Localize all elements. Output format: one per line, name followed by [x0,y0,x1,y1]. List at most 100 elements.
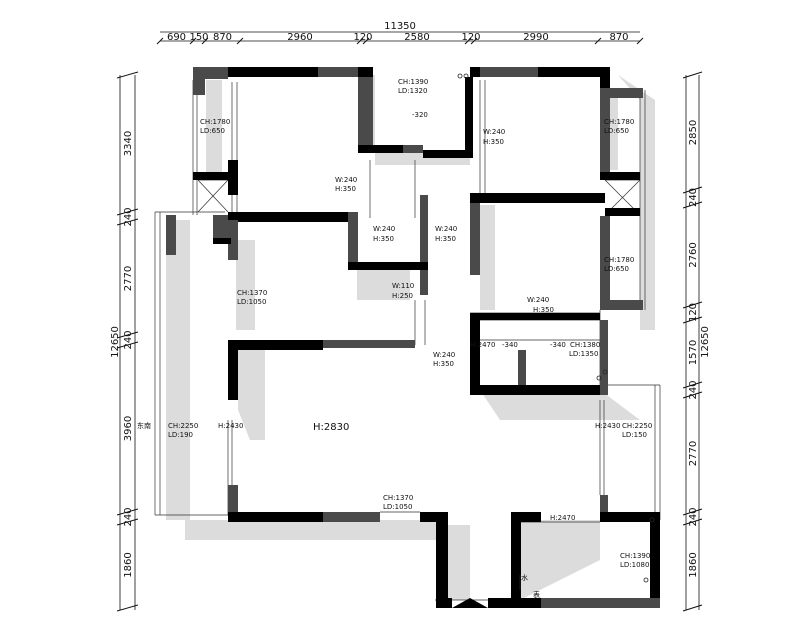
label-ld150: LD:150 [622,431,647,439]
label-h2430-b: H:2430 [595,422,620,430]
label-ld1080: LD:1080 [620,561,649,569]
dim-left-segment: 240 [123,207,134,226]
label-w110: W:110 [392,282,414,290]
label-ld650-a: LD:650 [200,127,225,135]
dim-top-segment: 150 [189,32,208,43]
dimension-tick [682,186,703,194]
dim-right-segment: 2850 [688,120,699,145]
dimension-tick [682,381,703,389]
label-ld190: LD:190 [168,431,193,439]
dimension-tick [156,37,164,45]
dim-top-segment: 120 [353,32,372,43]
dimension-tick [636,37,644,45]
label-ld1050-a: LD:1050 [237,298,266,306]
dim-total-right: 12650 [700,326,711,358]
label-h2470-a: H:2470 [470,341,495,349]
label-ld650-c: LD:650 [604,265,629,273]
label-m340-a: -340 [502,341,518,349]
dim-top-segment: 690 [167,32,186,43]
dim-left-segment: 3340 [123,131,134,156]
label-meter: 表 [533,590,540,599]
dimension-tick [116,331,139,339]
dim-right-segment: 120 [688,303,699,322]
dim-total-top: 11350 [384,21,416,32]
dimension-tick [116,341,139,349]
label-h250: H:250 [392,292,413,300]
room-annotations: CH:1780 LD:650 CH:1390 LD:1320 -320 W:24… [137,78,652,599]
dim-left-segment: 240 [123,330,134,349]
dim-top-segment: 120 [461,32,480,43]
label-ch1370-b: CH:1370 [383,494,413,502]
dim-left-segment: 1860 [123,552,134,577]
dimension-tick [682,518,703,526]
fixtures [457,73,655,590]
label-h350-e: H:350 [533,306,554,314]
dimension-tick [682,201,703,209]
label-ch1390: CH:1390 [398,78,428,86]
walls [166,67,660,608]
dimension-tick [356,37,364,45]
label-ch1780-b: CH:1780 [604,118,634,126]
label-w240-e: W:240 [527,296,549,304]
dimension-tick [682,71,703,79]
dimension-tick [682,508,703,516]
label-ld1050-b: LD:1050 [383,503,412,511]
dimension-tick [116,71,139,79]
dim-top-segment: 2960 [287,32,312,43]
dimension-tick [682,604,703,612]
dim-top-segment: 2990 [523,32,548,43]
dim-top-segment: 870 [213,32,232,43]
label-h2830: H:2830 [313,422,349,433]
dimension-tick [116,208,139,216]
label-water: 水 [521,573,528,582]
dimension-tick [116,604,139,612]
dim-top-segment: 870 [609,32,628,43]
label-w240-b: W:240 [335,176,357,184]
dimension-tick [116,518,139,526]
label-ch2250-a: CH:2250 [168,422,198,430]
label-h350-d: H:350 [435,235,456,243]
label-h350-c: H:350 [373,235,394,243]
dim-left-segment: 3960 [123,416,134,441]
dimension-tick [594,37,602,45]
label-ch1380: CH:1380 [570,341,600,349]
label-ch1780-a: CH:1780 [200,118,230,126]
label-east-south: 东南 [137,421,151,430]
label-w240-a: W:240 [483,128,505,136]
dimension-tick [116,218,139,226]
dim-right-segment: 240 [688,188,699,207]
label-w240-c: W:240 [373,225,395,233]
dimension-tick [201,37,209,45]
label-w240-d: W:240 [435,225,457,233]
label-ch1390-b: CH:1390 [620,552,650,560]
label-m340-b: -340 [550,341,566,349]
dim-right-segment: 1570 [688,340,699,365]
label-h2430-a: H:2430 [218,422,243,430]
dim-right-segment: 2760 [688,242,699,267]
label-h350-a: H:350 [483,138,504,146]
dimension-tick [464,37,472,45]
label-ld1320: LD:1320 [398,87,427,95]
dimension-tick [362,37,370,45]
label-ld650-b: LD:650 [604,127,629,135]
dim-total-left: 12650 [110,326,121,358]
dimension-tick [189,37,197,45]
label-ld1350: LD:1350 [569,350,598,358]
dim-left-segment: 240 [123,507,134,526]
dim-right-segment: 240 [688,380,699,399]
dim-left-segment: 2770 [123,266,134,291]
label-m320: -320 [412,111,428,119]
left-dimension-chain: 12650 3340 240 2770 240 3960 240 1860 [110,71,139,612]
dimension-tick [470,37,478,45]
dimension-tick [236,37,244,45]
label-h2470-b: H:2470 [550,514,575,522]
dimension-tick [682,316,703,324]
dimension-tick [682,301,703,309]
dim-right-segment: 2770 [688,441,699,466]
label-ch1780-c: CH:1780 [604,256,634,264]
dimension-tick [682,391,703,399]
